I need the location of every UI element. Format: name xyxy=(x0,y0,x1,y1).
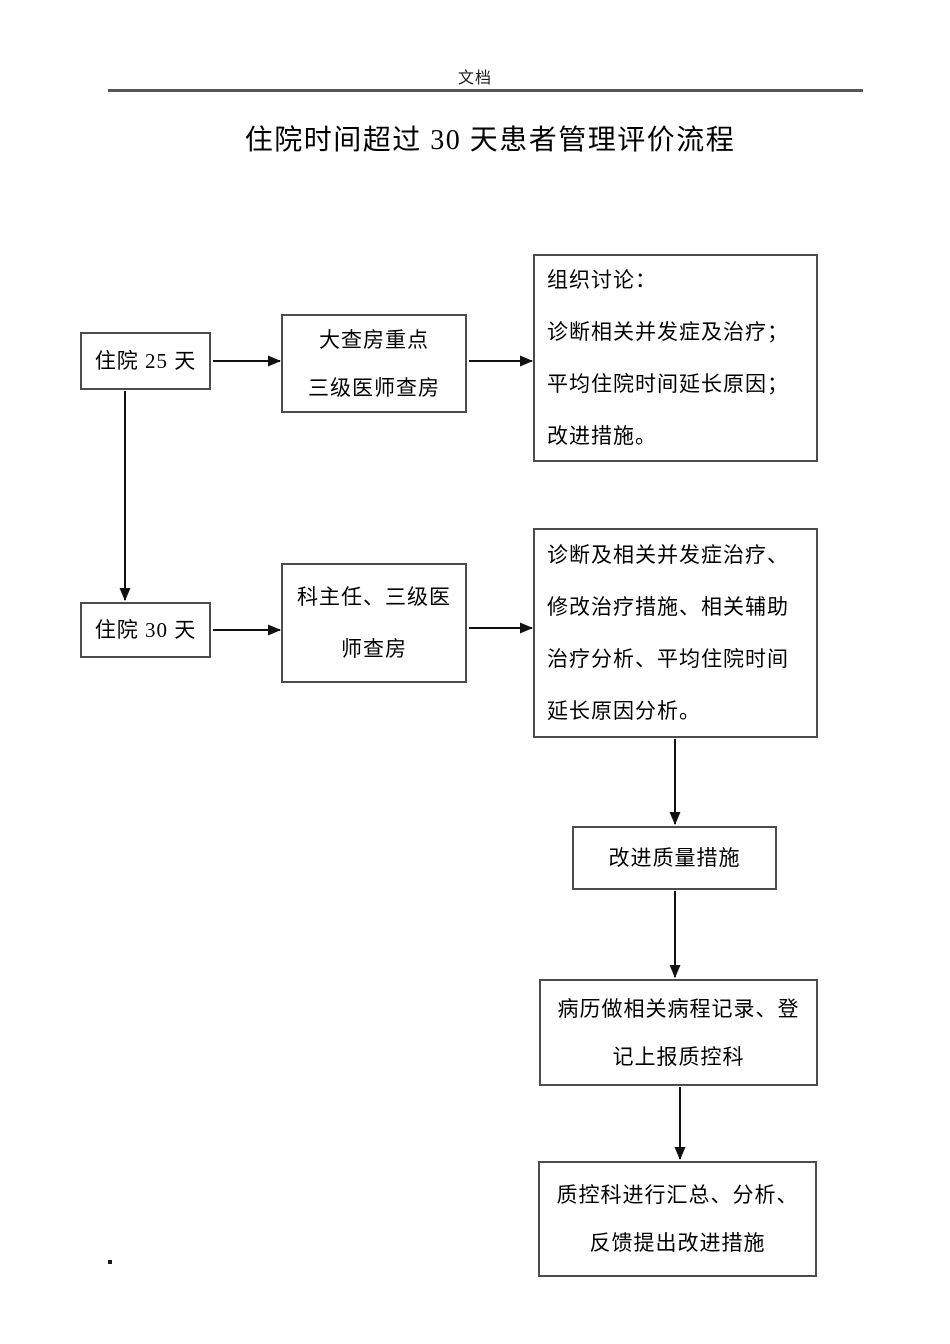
node-line: 科主任、三级医 xyxy=(297,585,451,609)
node-line: 平均住院时间延长原因； xyxy=(547,372,789,396)
node-grand-ward-round: 大查房重点 三级医师查房 xyxy=(281,314,467,413)
node-hospitalized-30-days: 住院 30 天 xyxy=(80,602,211,658)
node-improve-quality-measures: 改进质量措施 xyxy=(572,826,777,890)
node-diagnosis-treatment-analysis: 诊断及相关并发症治疗、 修改治疗措施、相关辅助 治疗分析、平均住院时间 延长原因… xyxy=(533,528,818,738)
node-line: 质控科进行汇总、分析、 xyxy=(556,1183,799,1207)
node-line: 反馈提出改进措施 xyxy=(589,1231,766,1255)
node-line: 组织讨论： xyxy=(547,268,657,292)
node-chief-ward-round: 科主任、三级医 师查房 xyxy=(281,563,467,683)
node-label: 住院 30 天 xyxy=(94,618,197,642)
node-line: 延长原因分析。 xyxy=(547,699,701,723)
document-header-label: 文档 xyxy=(457,70,492,87)
node-label: 改进质量措施 xyxy=(608,846,741,870)
node-line: 修改治疗措施、相关辅助 xyxy=(547,595,789,619)
node-medical-record-report: 病历做相关病程记录、登 记上报质控科 xyxy=(539,979,818,1086)
node-line: 病历做相关病程记录、登 xyxy=(557,996,800,1021)
node-qc-summary-feedback: 质控科进行汇总、分析、 反馈提出改进措施 xyxy=(538,1161,817,1277)
node-hospitalized-25-days: 住院 25 天 xyxy=(80,332,211,390)
node-line: 诊断及相关并发症治疗、 xyxy=(547,543,789,567)
node-line: 记上报质控科 xyxy=(612,1044,745,1069)
node-line: 三级医师查房 xyxy=(308,375,440,400)
node-organize-discussion: 组织讨论： 诊断相关并发症及治疗； 平均住院时间延长原因； 改进措施。 xyxy=(533,254,818,462)
node-line: 改进措施。 xyxy=(547,424,657,448)
node-line: 治疗分析、平均住院时间 xyxy=(547,647,789,671)
header-divider-line xyxy=(108,89,863,92)
node-line: 师查房 xyxy=(341,637,407,661)
node-line: 大查房重点 xyxy=(319,327,429,352)
node-line: 诊断相关并发症及治疗； xyxy=(547,320,789,344)
page-title: 住院时间超过 30 天患者管理评价流程 xyxy=(244,125,736,156)
stray-period-mark xyxy=(108,1260,112,1264)
node-label: 住院 25 天 xyxy=(94,349,197,373)
